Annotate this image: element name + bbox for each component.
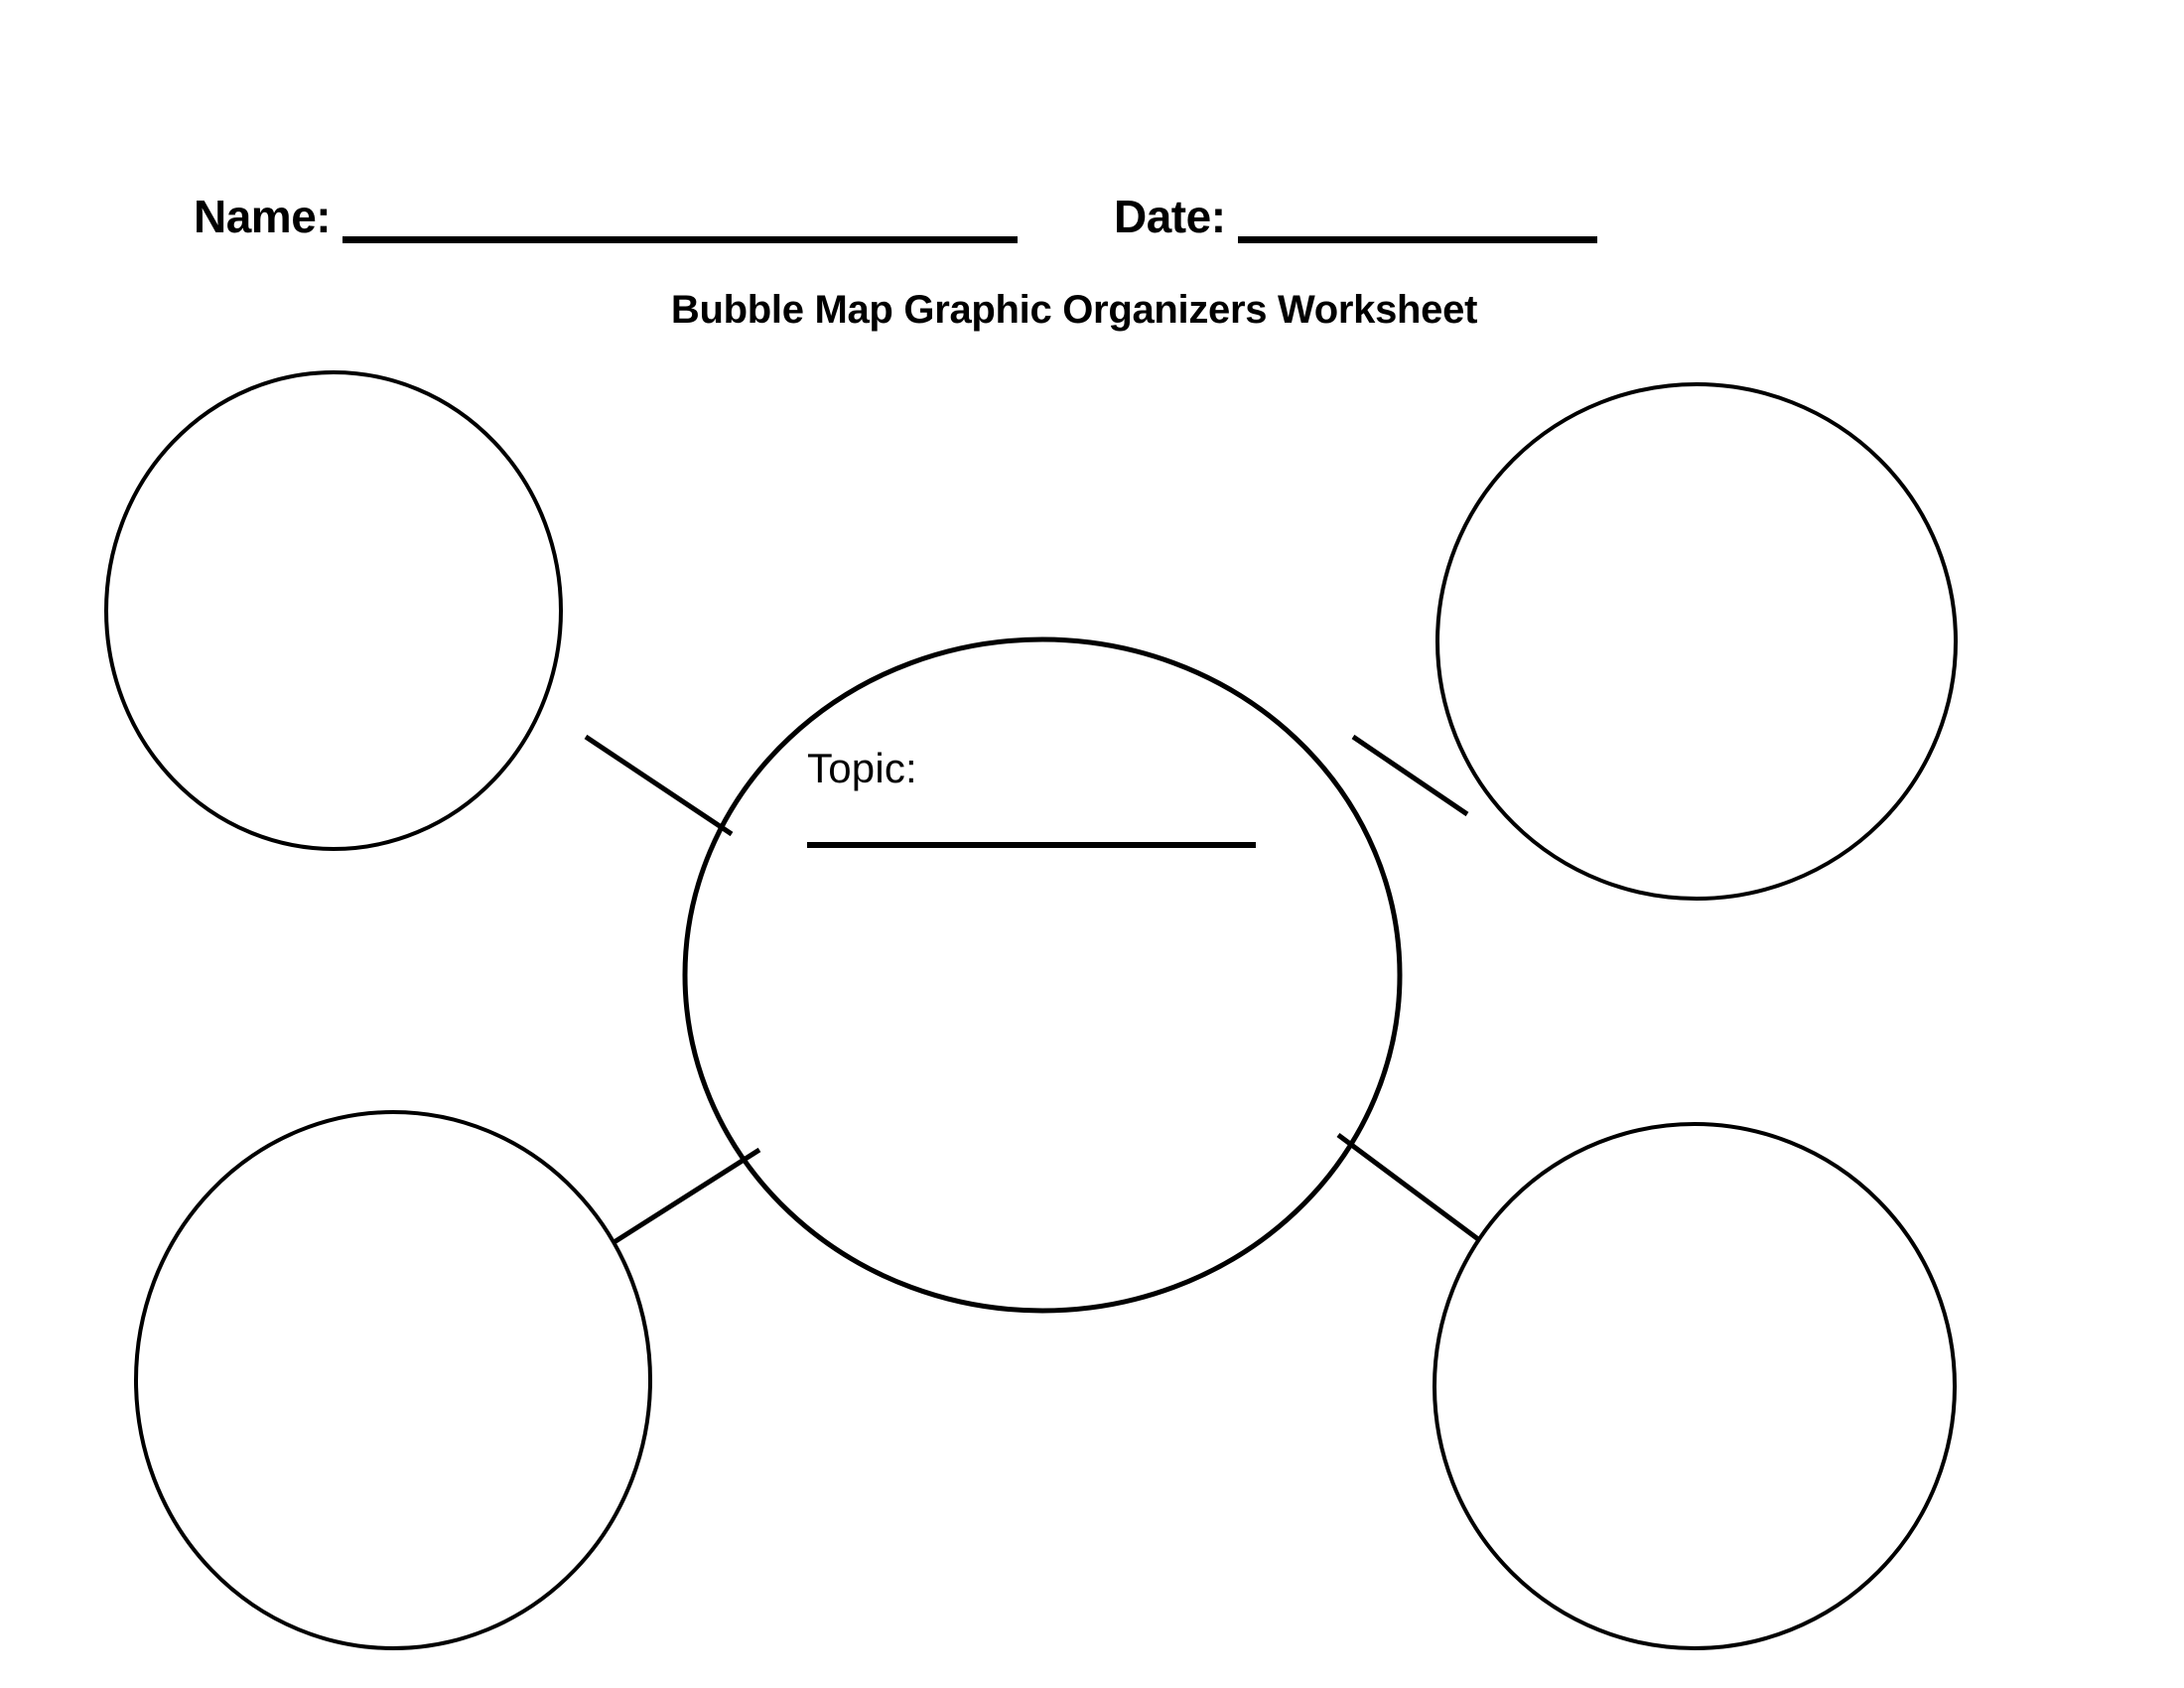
connector-top-left xyxy=(584,734,734,837)
connector-top-right xyxy=(1351,734,1469,817)
page-title: Bubble Map Graphic Organizers Worksheet xyxy=(670,288,1478,332)
name-write-in-line[interactable] xyxy=(342,236,1019,243)
topic-label: Topic: xyxy=(807,745,917,791)
name-label: Name: xyxy=(194,191,332,242)
topic-write-in-line[interactable] xyxy=(807,842,1256,849)
date-write-in-line[interactable] xyxy=(1237,236,1597,243)
bubble-top-right[interactable] xyxy=(1435,382,1958,901)
connector-bottom-right xyxy=(1336,1132,1480,1242)
date-field: Date: xyxy=(1114,194,1597,243)
date-label: Date: xyxy=(1114,191,1226,242)
bubble-top-left[interactable] xyxy=(104,370,563,851)
bubble-bottom-right[interactable] xyxy=(1433,1122,1957,1650)
topic-block: Topic: xyxy=(807,745,1264,849)
bubble-bottom-left[interactable] xyxy=(134,1110,652,1650)
connector-bottom-left xyxy=(611,1147,761,1246)
center-bubble[interactable] xyxy=(682,636,1403,1314)
name-field: Name: xyxy=(194,191,1019,243)
